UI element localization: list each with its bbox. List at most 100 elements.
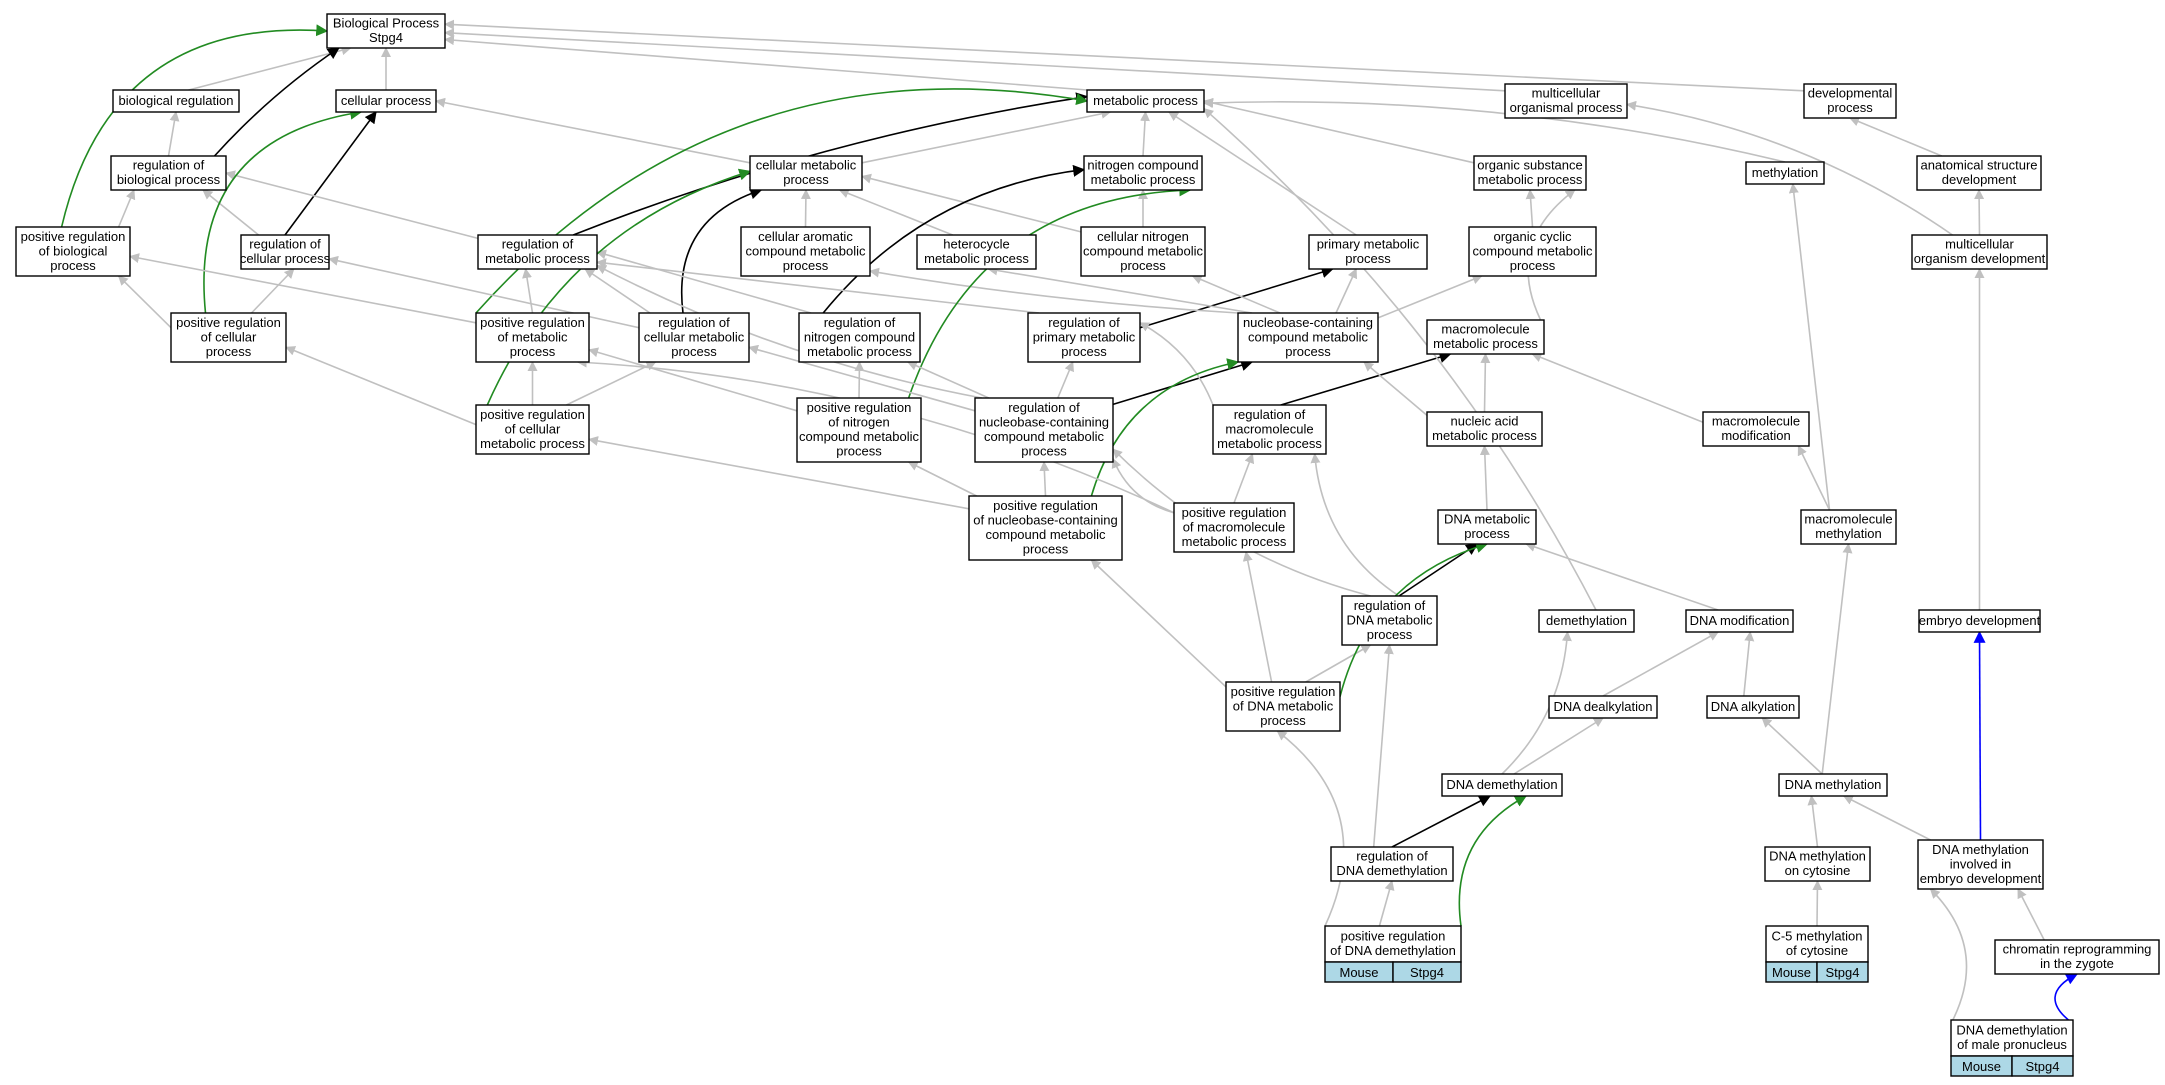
node-label-line: regulation of <box>658 315 730 330</box>
go-term-node-metproc[interactable]: metabolic process <box>1086 89 1205 113</box>
node-label-line: positive regulation <box>176 315 281 330</box>
is-a-edge-macromethyl-to-macromod <box>1797 445 1831 511</box>
go-term-node-dnaalk[interactable]: DNA alkylation <box>1706 695 1800 719</box>
is-a-edge-regdnademethyl-to-regdnamet <box>1372 644 1394 848</box>
node-label-line: C-5 methylation <box>1771 929 1862 944</box>
go-term-node-bioreg[interactable]: biological regulation <box>112 89 240 113</box>
is-a-edge-dnamethyl-to-macromethyl <box>1821 543 1853 775</box>
node-label-line: nucleic acid <box>1451 414 1519 429</box>
node-label-line: positive regulation <box>1341 929 1446 944</box>
node-box <box>1702 411 1810 447</box>
node-label-line: process <box>1061 344 1107 359</box>
node-label-line: compound metabolic <box>746 243 866 258</box>
node-label-line: positive regulation <box>480 407 585 422</box>
node-label-line: organic cyclic <box>1493 229 1572 244</box>
is-a-edge-posregbio-to-regbio <box>117 189 136 228</box>
is-a-edge-dnamod-to-dnamet <box>1525 542 1719 611</box>
is-a-edge-bioreg-to-root <box>188 45 352 91</box>
node-box <box>1468 226 1597 277</box>
annotation-tag-label: Mouse <box>1772 965 1811 980</box>
annotation-tag: Mouse <box>1765 961 1818 983</box>
go-term-node-regnuc[interactable]: regulation ofnucleobase-containingcompou… <box>974 397 1114 463</box>
node-label-line: nitrogen compound <box>804 329 915 344</box>
node-box <box>638 312 750 363</box>
node-label-line: DNA methylation <box>1769 849 1866 864</box>
is-a-edge-c5methyl-to-dnamethylcyt <box>1812 880 1823 927</box>
go-term-node-methyl[interactable]: methylation <box>1745 161 1825 185</box>
positively-regulates-edge-posregdnademethyl-to-dnademethyl <box>1458 795 1528 927</box>
node-label-line: embryo development <box>1920 871 2042 886</box>
node-box <box>1086 89 1205 113</box>
node-label-line: process <box>1285 344 1331 359</box>
go-term-node-embryo[interactable]: embryo development <box>1918 609 2041 633</box>
go-term-node-dnamod[interactable]: DNA modification <box>1685 609 1794 633</box>
go-term-node-cellproc[interactable]: cellular process <box>335 89 437 113</box>
positively-regulates-edge-posregnitro-to-nitro <box>907 184 1192 399</box>
node-label-line: metabolic process <box>807 344 912 359</box>
node-box <box>1341 595 1438 646</box>
node-label-line: demethylation <box>1546 613 1627 628</box>
is-a-edge-posregnuc-to-posregcellmet <box>588 436 970 510</box>
node-label-line: DNA alkylation <box>1711 699 1796 714</box>
node-label-line: regulation of <box>1048 315 1120 330</box>
is-a-edge-cellarom-to-cellmet <box>800 189 811 228</box>
regulates-edge-regbio-to-root <box>213 47 340 157</box>
node-label-line: cellular process <box>240 251 331 266</box>
node-label-line: biological regulation <box>119 93 234 108</box>
go-term-node-dnademethyl[interactable]: DNA demethylation <box>1441 773 1563 797</box>
go-term-node-dnadealk[interactable]: DNA dealkylation <box>1548 695 1658 719</box>
is-a-edge-cellnitro-to-cellmet <box>861 173 1082 233</box>
node-label-line: process <box>1345 251 1391 266</box>
is-a-edge-dnadealk-to-dnamod <box>1602 631 1719 697</box>
node-box <box>1330 846 1454 882</box>
go-term-node-dnamethyl[interactable]: DNA methylation <box>1778 773 1888 797</box>
node-box <box>1504 83 1628 119</box>
annotation-tag-box <box>2011 1055 2074 1077</box>
is-a-edge-dnademethylmale-to-dnamethylembryo <box>1929 888 1968 1024</box>
go-term-node-demethyl[interactable]: demethylation <box>1538 609 1635 633</box>
annotation-tag-label: Stpg4 <box>1410 965 1444 980</box>
